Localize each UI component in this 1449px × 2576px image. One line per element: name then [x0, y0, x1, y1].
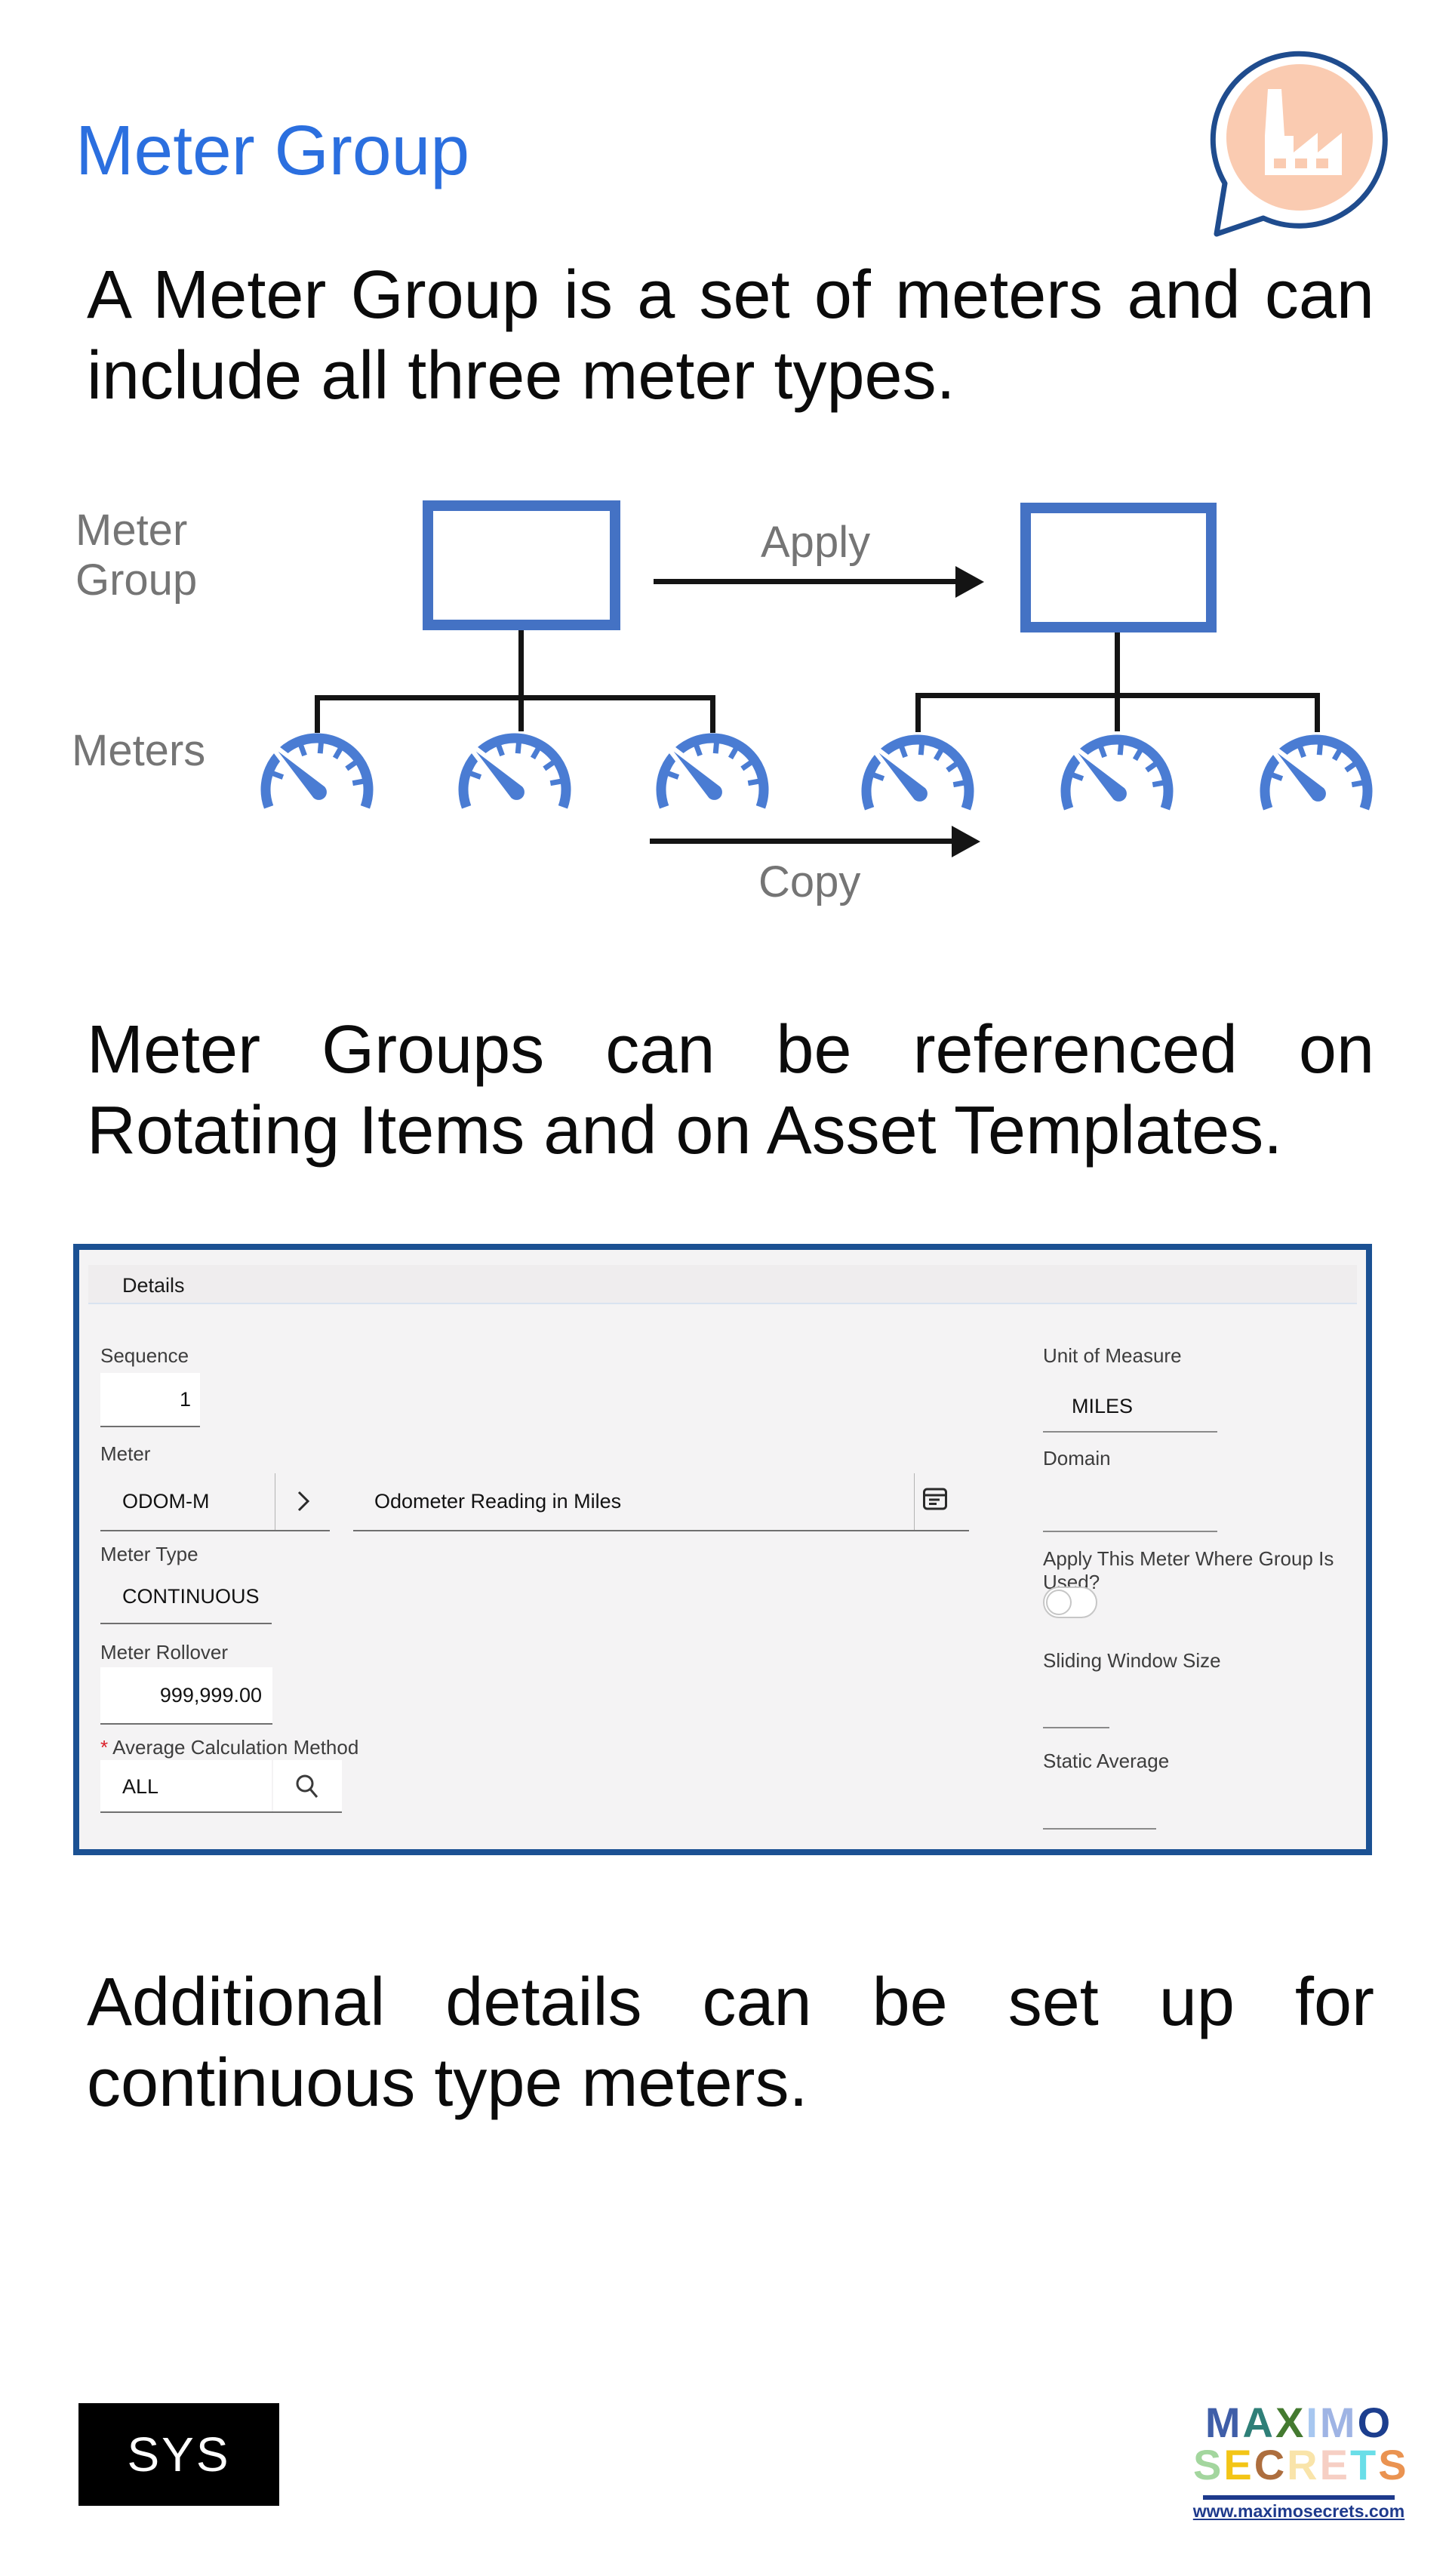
meter-rollover-label: Meter Rollover — [100, 1641, 229, 1663]
apply-meter-toggle-label: Apply This Meter Where Group Is Used? — [1043, 1547, 1334, 1593]
logo-letter: C — [1254, 2441, 1287, 2488]
search-icon — [296, 1774, 318, 1798]
required-asterisk: * — [100, 1736, 109, 1759]
apply-meter-toggle[interactable] — [1043, 1587, 1097, 1618]
details-form-panel: Details Sequence 1 Meter ODOM-M Odometer… — [73, 1244, 1372, 1855]
logo-letter: T — [1349, 2441, 1379, 2488]
unit-of-measure-label: Unit of Measure — [1043, 1344, 1182, 1367]
meter-detail-chevron-button[interactable] — [275, 1469, 330, 1531]
tab-details[interactable]: Details — [122, 1274, 185, 1297]
static-average-label: Static Average — [1043, 1750, 1170, 1772]
gauge-icon — [1254, 731, 1379, 814]
lookup-button[interactable] — [273, 1760, 342, 1811]
logo-letter: X — [1275, 2399, 1306, 2446]
unit-of-measure-field: MILES — [1043, 1386, 1217, 1433]
gauge-icon — [855, 731, 980, 814]
field-separator — [914, 1473, 915, 1530]
gauge-icon — [650, 729, 775, 812]
logo-letter: M — [1204, 2399, 1243, 2446]
maximo-secrets-logo: MAXIMO SECRETS — [1193, 2402, 1407, 2488]
website-link[interactable]: www.maximosecrets.com — [1192, 2501, 1405, 2521]
sys-badge: SYS — [78, 2403, 279, 2506]
bottom-paragraph: Additional details can be set up for con… — [87, 1965, 1374, 2121]
logo-word-secrets: SECRETS — [1193, 2441, 1407, 2488]
meter-input[interactable]: ODOM-M — [100, 1469, 275, 1531]
intro-paragraph: A Meter Group is a set of meters and can… — [87, 257, 1374, 414]
tree-line — [315, 695, 320, 733]
logo-letter: O — [1357, 2399, 1393, 2446]
tree-line — [1315, 693, 1320, 732]
meter-type-label: Meter Type — [100, 1543, 198, 1565]
logo-letter: E — [1223, 2441, 1254, 2488]
meter-group-box-right — [1020, 503, 1217, 632]
static-average-field[interactable] — [1043, 1780, 1156, 1830]
sequence-input[interactable]: 1 — [100, 1373, 200, 1427]
sequence-label: Sequence — [100, 1344, 189, 1367]
logo-letter: M — [1319, 2399, 1358, 2446]
sliding-window-size-label: Sliding Window Size — [1043, 1649, 1221, 1672]
domain-label: Domain — [1043, 1447, 1111, 1470]
copy-label: Copy — [758, 857, 861, 906]
logo-word-maximo: MAXIMO — [1193, 2402, 1404, 2444]
copy-arrow-head — [952, 826, 980, 857]
logo-letter: S — [1378, 2441, 1409, 2488]
average-calculation-method-input[interactable]: ALL — [100, 1760, 272, 1811]
factory-speech-bubble-logo — [1210, 51, 1388, 237]
logo-letter: A — [1242, 2399, 1275, 2446]
apply-label: Apply — [761, 518, 871, 567]
tree-line — [1115, 632, 1120, 731]
average-calculation-method-group: ALL — [100, 1760, 342, 1813]
meter-description-field[interactable]: Odometer Reading in Miles — [353, 1469, 969, 1531]
meter-group-box-left — [423, 500, 620, 630]
logo-peach-circle — [1226, 64, 1373, 211]
details-tab-bar[interactable] — [88, 1265, 1357, 1304]
average-calculation-method-label: *Average Calculation Method — [100, 1736, 359, 1759]
meter-type-field: CONTINUOUS — [100, 1567, 272, 1624]
tree-line — [710, 695, 715, 733]
gauge-icon — [254, 729, 380, 812]
tree-line — [915, 693, 1320, 698]
apply-arrow-head — [955, 566, 984, 598]
logo-letter: R — [1287, 2441, 1320, 2488]
logo-underline-bar — [1203, 2495, 1395, 2500]
gauge-icon — [1054, 731, 1180, 814]
logo-letter: S — [1193, 2441, 1224, 2488]
tree-line — [315, 695, 715, 700]
copy-arrow-line — [650, 839, 953, 844]
sliding-window-size-field[interactable] — [1043, 1682, 1109, 1728]
logo-letter: I — [1306, 2399, 1320, 2446]
domain-field[interactable] — [1043, 1481, 1217, 1532]
meter-rollover-input[interactable]: 999,999.00 — [100, 1667, 272, 1725]
page-title: Meter Group — [75, 111, 470, 189]
meter-label: Meter — [100, 1442, 151, 1465]
toggle-knob — [1046, 1590, 1072, 1615]
meter-group-label: Meter Group — [75, 506, 198, 605]
meters-label: Meters — [72, 726, 206, 775]
long-description-icon[interactable] — [922, 1487, 948, 1511]
chevron-right-icon — [297, 1491, 310, 1512]
gauge-icon — [452, 729, 577, 812]
factory-icon — [1265, 89, 1342, 175]
logo-letter: E — [1319, 2441, 1350, 2488]
tree-line — [518, 630, 524, 731]
middle-paragraph: Meter Groups can be referenced on Rotati… — [87, 1012, 1374, 1168]
tree-line — [915, 693, 921, 732]
apply-arrow-line — [654, 579, 957, 584]
